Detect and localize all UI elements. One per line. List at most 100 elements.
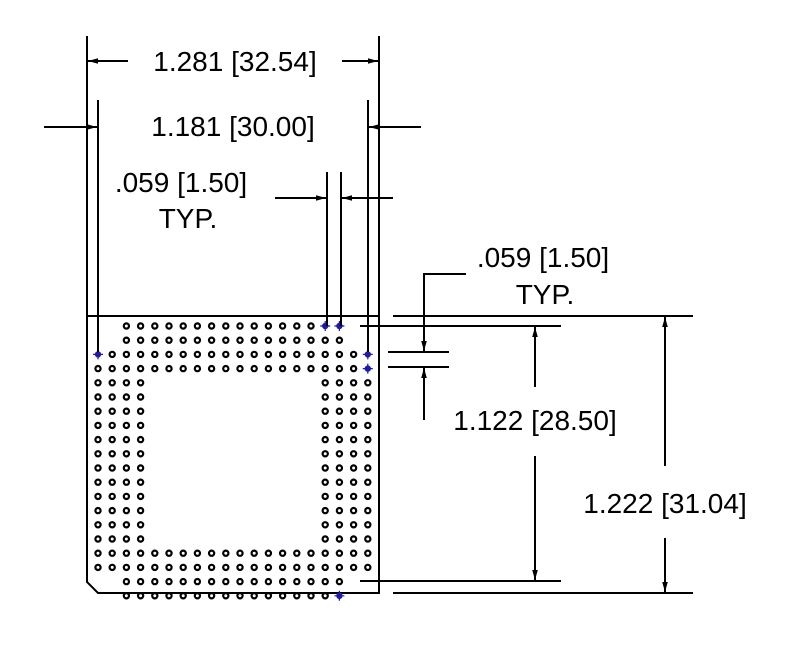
solder-ball [349, 535, 358, 543]
solder-ball [222, 549, 230, 557]
solder-ball [335, 506, 344, 515]
solder-ball [151, 364, 159, 373]
solder-ball [165, 577, 173, 586]
solder-ball [193, 592, 202, 600]
solder-ball [321, 563, 329, 572]
solder-ball [108, 535, 116, 543]
solder-ball [151, 563, 159, 572]
solder-ball [136, 421, 145, 430]
solder-ball [321, 336, 329, 344]
solder-ball [264, 322, 273, 330]
solder-ball [293, 592, 301, 600]
solder-ball [335, 393, 344, 401]
solder-ball [349, 563, 358, 572]
solder-ball [136, 336, 145, 344]
solder-ball [321, 350, 329, 359]
solder-ball [122, 407, 131, 415]
solder-ball [307, 364, 315, 373]
solder-ball [293, 577, 301, 586]
solder-ball [349, 421, 358, 430]
solder-ball [207, 336, 216, 344]
solder-ball [349, 492, 358, 501]
overall-height-dimension: 1.222 [31.04] [393, 315, 747, 594]
solder-ball [108, 450, 116, 458]
pitch-y-note: TYP. [516, 279, 575, 310]
solder-ball [364, 563, 372, 572]
solder-ball [335, 521, 344, 529]
solder-ball [94, 407, 102, 415]
solder-ball [278, 563, 287, 572]
solder-ball [151, 549, 159, 557]
solder-ball [222, 350, 230, 359]
solder-ball [364, 421, 372, 430]
solder-ball [136, 506, 145, 515]
solder-ball [250, 549, 258, 557]
pin-span-height-label: 1.122 [28.50] [453, 405, 616, 436]
solder-ball [349, 435, 358, 444]
pitch-x-dimension: .059 [1.50] TYP. [115, 167, 393, 326]
solder-ball [207, 563, 216, 572]
solder-ball [108, 464, 116, 472]
solder-ball [222, 336, 230, 344]
solder-ball [136, 350, 145, 359]
solder-ball [108, 549, 116, 557]
solder-ball [94, 450, 102, 458]
solder-ball [335, 577, 344, 586]
solder-ball [293, 336, 301, 344]
solder-ball [264, 364, 273, 373]
solder-ball [349, 393, 358, 401]
solder-ball [236, 592, 244, 600]
solder-ball [264, 577, 273, 586]
solder-ball [236, 577, 244, 586]
solder-ball [321, 592, 329, 600]
solder-ball [108, 379, 116, 387]
solder-ball [364, 535, 372, 543]
solder-ball [364, 464, 372, 472]
solder-ball [364, 407, 372, 415]
solder-ball [122, 549, 131, 557]
solder-ball [335, 379, 344, 387]
solder-ball [136, 464, 145, 472]
solder-ball [165, 549, 173, 557]
solder-ball [193, 563, 202, 572]
solder-ball [364, 379, 372, 387]
solder-ball [151, 350, 159, 359]
solder-ball [335, 435, 344, 444]
solder-ball [122, 435, 131, 444]
solder-ball [179, 549, 187, 557]
solder-ball [278, 592, 287, 600]
solder-ball [108, 393, 116, 401]
solder-ball [136, 322, 145, 330]
solder-ball [349, 521, 358, 529]
solder-ball [122, 393, 131, 401]
solder-ball [364, 393, 372, 401]
solder-ball [165, 322, 173, 330]
solder-ball [122, 478, 131, 486]
solder-ball [122, 577, 131, 586]
solder-ball [335, 336, 344, 344]
solder-ball [136, 492, 145, 501]
solder-ball [321, 506, 329, 515]
solder-ball [179, 336, 187, 344]
solder-ball [264, 563, 273, 572]
pitch-y-dimension: .059 [1.50] TYP. [388, 242, 609, 420]
solder-ball [349, 450, 358, 458]
solder-ball [335, 364, 344, 373]
solder-ball [307, 336, 315, 344]
reference-ball-crosshair [334, 590, 345, 601]
solder-ball [94, 506, 102, 515]
solder-ball [136, 379, 145, 387]
solder-ball [349, 364, 358, 373]
solder-ball [335, 464, 344, 472]
solder-ball [264, 549, 273, 557]
solder-ball [321, 435, 329, 444]
solder-ball [321, 478, 329, 486]
solder-ball [165, 364, 173, 373]
solder-ball [207, 592, 216, 600]
solder-ball [236, 549, 244, 557]
solder-ball [264, 592, 273, 600]
solder-ball [122, 322, 131, 330]
solder-ball [122, 450, 131, 458]
solder-ball [151, 577, 159, 586]
